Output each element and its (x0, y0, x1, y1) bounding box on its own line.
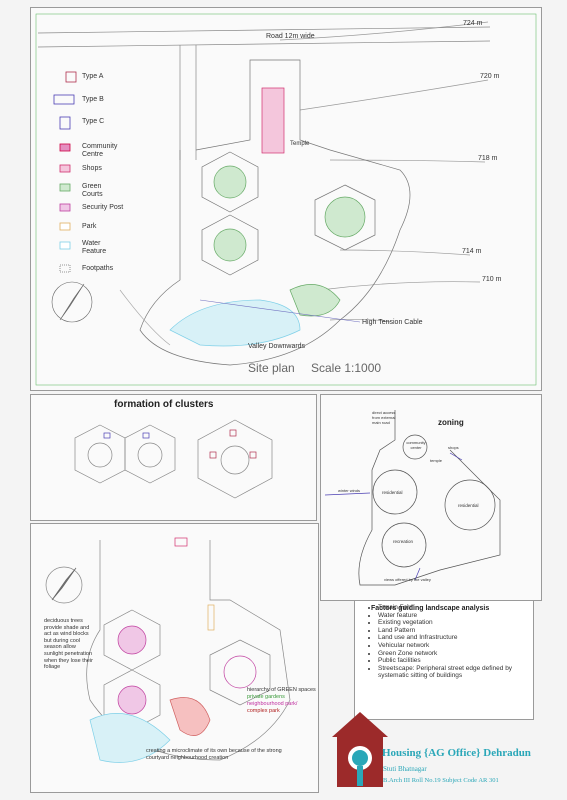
road-label: Road 12m wide (266, 33, 315, 40)
factor-item: Public facilities (378, 657, 538, 665)
legend-type-b: Type B (82, 96, 104, 103)
temple-label: Temple (290, 141, 310, 147)
project-title: Housing {AG Office} Dehradun (382, 747, 531, 759)
contour-710: 710 m (482, 276, 502, 283)
zoning-community: community center (406, 440, 426, 450)
landscape-plan (45, 537, 291, 763)
contour-714: 714 m (462, 248, 482, 255)
deciduous-note: deciduous trees provide shade and act as… (44, 618, 93, 671)
zoning-diagram (324, 410, 501, 586)
legend-green-courts: Green Courts (82, 183, 103, 198)
type-b-unit-icon (53, 94, 75, 105)
park-swatch (59, 222, 71, 231)
logo-icon (332, 712, 388, 787)
legend-footpaths: Footpaths (82, 265, 114, 272)
zoning-title: zoning (438, 418, 464, 427)
valley-label: Valley Downwards (248, 343, 306, 350)
factor-item: Existing vegetation (378, 619, 538, 627)
security-post-swatch (59, 203, 71, 212)
legend-type-a: Type A (82, 73, 104, 80)
zoning-winds: winter winds (338, 488, 361, 493)
cluster-hexes (74, 419, 273, 499)
clusters-title: formation of clusters (114, 399, 214, 410)
zoning-residential-1: residential (382, 490, 403, 495)
factor-item: Land Pattern (378, 627, 538, 635)
factor-item: Terrain Form (378, 604, 538, 612)
zoning-shops: shops (448, 445, 459, 450)
landscape-panel (30, 523, 319, 793)
factor-item: Water feature (378, 612, 538, 620)
hierarchy-title: hierarchy of GREEN spaces (247, 687, 316, 693)
legend-security-post: Security Post (82, 204, 124, 211)
green-courts-swatch (59, 183, 71, 192)
legend-park: Park (82, 223, 97, 230)
contour-718: 718 m (478, 155, 498, 162)
type-a-unit-icon (65, 71, 77, 83)
footpaths-swatch (59, 264, 71, 273)
zoning-recreation: recreation (393, 539, 414, 544)
north-arrow-icon (51, 281, 93, 323)
scale-label: Scale 1:1000 (311, 361, 382, 375)
contour-724: 724 m (463, 20, 483, 27)
factor-item: Streetscape: Peripheral street edge defi… (378, 665, 538, 680)
legend-community-centre: Community Centre (82, 143, 118, 158)
zoning-views: views offered by the valley (384, 577, 431, 582)
site-plan-title: Site plan (248, 361, 295, 375)
cable-label: High Tension Cable (362, 319, 423, 326)
legend-water-feature: Water Feature (82, 240, 107, 255)
community-centre-swatch (59, 143, 71, 152)
zoning-access: direct access from external main road (372, 410, 396, 425)
hierarchy-neighbourhood: neighbourhood park/ (247, 701, 298, 707)
legend-type-c: Type C (82, 118, 105, 125)
factor-item: Land use and Infrastructure (378, 634, 538, 642)
type-c-unit-icon (59, 116, 71, 130)
contour-720: 720 m (480, 73, 500, 80)
microclimate-note: creating a microclimate of its own becau… (146, 748, 282, 761)
zoning-residential-2: residential (458, 503, 479, 508)
clusters-panel (30, 394, 317, 521)
legend-icons (53, 71, 77, 273)
author-name: Stuti Bhatnagar (383, 765, 427, 773)
legend-shops: Shops (82, 165, 102, 172)
hierarchy-complex: complex park (247, 708, 280, 714)
project-details: B.Arch III Roll No.19 Subject Code AR 30… (383, 777, 499, 784)
factor-item: Green Zone network (378, 650, 538, 658)
zoning-temple: temple (430, 458, 443, 463)
factors-panel (354, 600, 534, 720)
site-plan-drawing (35, 13, 537, 386)
factor-item: Vehicular network (378, 642, 538, 650)
factors-title: Factors guiding landscape analysis (371, 605, 490, 612)
shops-swatch (59, 164, 71, 173)
hierarchy-private: private gardens (247, 694, 285, 700)
water-feature-swatch (59, 241, 71, 250)
factors-list: Terrain Form Water feature Existing vege… (366, 604, 538, 680)
